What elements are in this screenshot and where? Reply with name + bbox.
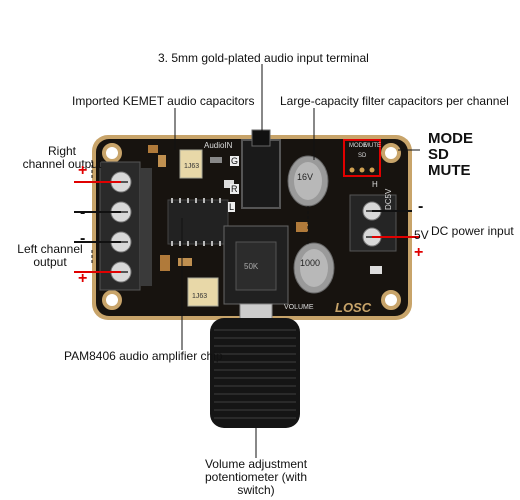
label-right-output: Right channel output [22,144,102,171]
label-mode: MODE [428,130,473,147]
label-filter-caps: Large-capacity filter capacitors per cha… [280,94,509,108]
label-left-output: Left channel output [17,242,83,269]
plus-right: + [78,162,88,179]
header-sd-text: SD [358,153,367,159]
plus-left: + [78,270,88,287]
label-sd: SD [428,146,449,163]
smd-component [160,255,170,271]
pot-code-text: 50K [244,262,259,271]
mount-hole [102,143,122,163]
board-audioin-text: AudioIN [204,141,233,150]
small-ic-text: 1J63 [184,163,200,170]
minus-left: - [80,230,86,247]
smd-component [148,145,158,153]
board-r-text: R [230,184,239,194]
label-voltage: 5V [414,228,429,242]
mode-header-highlight [343,139,381,177]
smd-component [158,155,166,167]
minus-dc: - [418,198,424,215]
board-g-text: G [230,156,240,166]
volume-knob [210,318,300,428]
knob-ridges [214,329,296,419]
chip-pins [171,198,221,246]
callout-lines [174,64,420,458]
smd-component [210,157,222,163]
plus-dc: + [414,244,424,261]
small-ic2-text: 1J63 [192,293,208,300]
label-pam-chip: PAM8406 audio amplifier chip [64,349,223,363]
smd-component [370,266,382,274]
board-h-text: H [372,180,378,189]
audio-jack [241,139,281,209]
label-dc-input: DC power input [431,224,514,238]
mount-hole [381,143,401,163]
header-mode-text: MODE [349,143,367,149]
black-wires [74,210,412,243]
filter-capacitor-1-top [294,162,322,200]
kemet-capacitor [187,277,219,307]
label-volume-pot: Volume adjustment potentiometer (with sw… [204,457,308,497]
filter-capacitor-2-top [300,249,328,287]
dashed-callouts [91,160,309,265]
cap-rating-2: 1000 [300,258,321,268]
label-mute: MUTE [428,162,471,179]
board-brand-text: LOSC [335,300,372,315]
minus-right: - [80,204,86,221]
board-l-text: L [228,202,236,212]
kemet-capacitor [179,149,203,179]
smd-component [296,222,308,232]
header-pins [349,167,375,173]
label-audio-terminal: 3. 5mm gold-plated audio input terminal [158,51,369,65]
audio-jack-port [251,129,271,147]
pot-body-inner [235,241,277,291]
board-volume-text: VOLUME [284,304,314,311]
mount-hole [102,290,122,310]
smd-component [178,258,192,266]
red-wires [74,181,420,273]
smd-component [224,180,234,188]
pam8406-chip [167,199,229,245]
mount-hole [381,290,401,310]
label-kemet-caps: Imported KEMET audio capacitors [72,94,255,108]
terminal-side [140,168,152,286]
cap-rating-1: 16V [297,172,314,182]
board-dc5v-text: DC5V [384,188,393,210]
header-mute-text: MUTE [364,143,381,149]
